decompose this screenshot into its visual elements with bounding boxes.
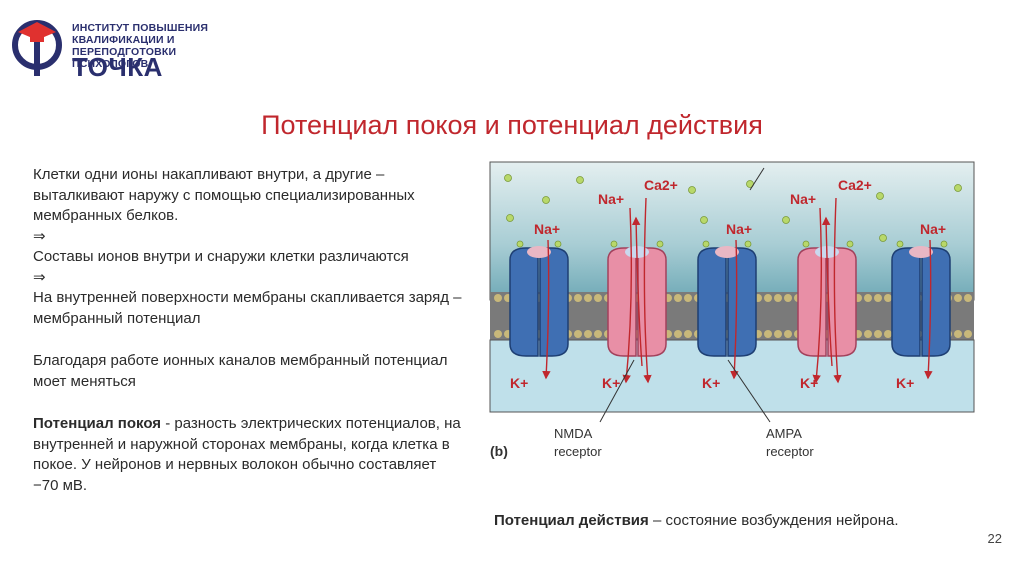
- ca-label-1: Ca2+: [644, 177, 678, 193]
- ampa-receptor-label: receptor: [766, 444, 814, 459]
- ion-flow-arrows: [542, 197, 933, 384]
- k-label-2: K+: [602, 375, 620, 391]
- na-label-1: Na+: [534, 221, 560, 237]
- ampa-channel-3: [891, 246, 951, 357]
- ampa-leader-line: [727, 359, 771, 423]
- paragraph-compositions: Составы ионов внутри и снаружи клетки ра…: [33, 248, 409, 265]
- logo-brand: ТОЧКА: [72, 52, 163, 82]
- k-label-5: K+: [896, 375, 914, 391]
- resting-potential-definition: - разность электрических потенциалов, на…: [33, 415, 461, 494]
- logo-emblem-icon: [12, 20, 62, 76]
- na-label-4: Na+: [790, 191, 816, 207]
- k-label-1: K+: [510, 375, 528, 391]
- slide-body-text: Клетки одни ионы накапливают внутри, а д…: [33, 165, 463, 496]
- k-label-3: K+: [702, 375, 720, 391]
- na-label-2: Na+: [598, 191, 624, 207]
- arrow-symbol-2: ⇒: [33, 268, 46, 286]
- slide-title: Потенциал покоя и потенциал действия: [261, 110, 763, 140]
- membrane-figure: Na+ Na+ Ca2+ Na+ Na+ Ca2+ Na+ K+ K+ K+ K…: [489, 161, 975, 459]
- page-number: 22: [987, 531, 1002, 546]
- ca-label-2: Ca2+: [838, 177, 872, 193]
- logo-line-2: КВАЛИФИКАЦИИ И: [72, 34, 175, 46]
- leader-line-top: [749, 167, 765, 191]
- resting-potential-term: Потенциал покоя: [33, 415, 162, 432]
- ampa-channel-1: [509, 246, 569, 357]
- nmda-label: NMDA: [554, 426, 593, 441]
- diagram-caption: Потенциал действия – состояние возбужден…: [494, 512, 899, 529]
- na-label-5: Na+: [920, 221, 946, 237]
- action-potential-term: Потенциал действия: [494, 512, 649, 529]
- receptor-diagram: Na+ Na+ Ca2+ Na+ Na+ Ca2+ Na+ K+ K+ K+ K…: [488, 160, 976, 480]
- paragraph-membrane-potential: На внутренней поверхности мембраны скапл…: [33, 289, 462, 327]
- nmda-receptor-label: receptor: [554, 444, 602, 459]
- paragraph-ions: Клетки одни ионы накапливают внутри, а д…: [33, 166, 415, 224]
- paragraph-resting-potential: Потенциал покоя - разность электрических…: [33, 414, 463, 496]
- na-label-3: Na+: [726, 221, 752, 237]
- ampa-channel-2: [697, 246, 757, 357]
- k-label-4: K+: [800, 375, 818, 391]
- nmda-leader-line: [599, 359, 635, 423]
- paragraph-ion-channels: Благодаря работе ионных каналов мембранн…: [33, 352, 448, 390]
- action-potential-definition: – состояние возбуждения нейрона.: [648, 512, 899, 529]
- neurotransmitter-dots: [504, 174, 962, 248]
- institute-logo: ИНСТИТУТ ПОВЫШЕНИЯ КВАЛИФИКАЦИИ И ПЕРЕПО…: [10, 16, 230, 86]
- panel-label: (b): [490, 443, 508, 459]
- logo-line-3: ПЕРЕПОДГОТОВКИ ПСИХОЛОГОВ: [72, 46, 177, 70]
- arrow-symbol-1: ⇒: [33, 227, 46, 245]
- ampa-label: AMPA: [766, 426, 802, 441]
- logo-line-1: ИНСТИТУТ ПОВЫШЕНИЯ: [72, 22, 209, 34]
